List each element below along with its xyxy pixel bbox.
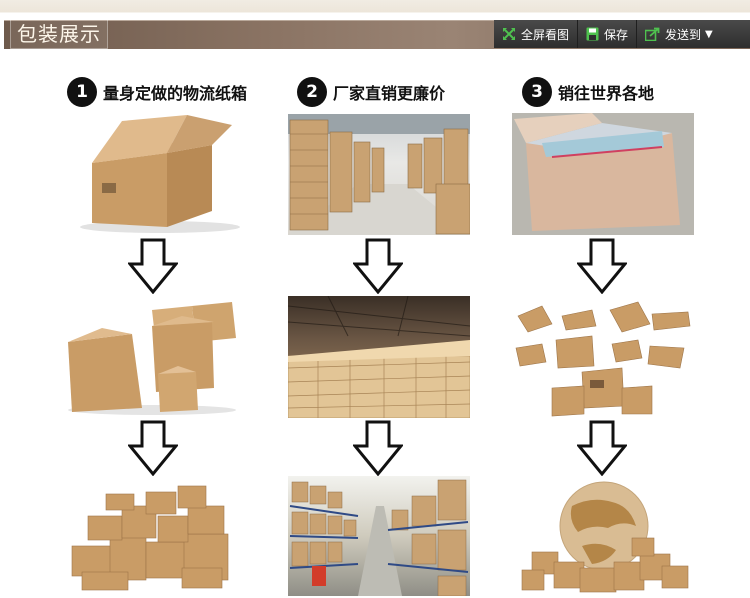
- carton-pile-photo: [62, 476, 244, 594]
- globe-shipping-photo: [512, 476, 694, 596]
- arrow-down-icon: [128, 238, 178, 294]
- save-label: 保存: [604, 27, 629, 42]
- single-carton-photo: [62, 115, 258, 235]
- step-number-3: 3: [522, 77, 552, 107]
- send-to-button[interactable]: 发送到 ▼: [637, 20, 717, 48]
- step-number-1: 1: [67, 77, 97, 107]
- image-toolbar: 全屏看图 保存 发送到 ▼: [494, 20, 750, 48]
- step-text-2: 厂家直销更廉价: [333, 84, 446, 103]
- warehouse-pallets-photo: [288, 296, 470, 418]
- carton-group-photo: [62, 296, 244, 416]
- chevron-down-icon[interactable]: ▼: [705, 28, 713, 40]
- share-icon: [645, 27, 660, 41]
- warehouse-stacks-photo: [288, 114, 470, 235]
- page-title: 包装展示: [10, 19, 108, 49]
- step-header-1: 1 量身定做的物流纸箱: [67, 77, 247, 107]
- step-text-1: 量身定做的物流纸箱: [103, 84, 248, 103]
- arrow-down-icon: [128, 420, 178, 476]
- step-text-3: 销往世界各地: [558, 84, 655, 103]
- arrow-down-icon: [353, 238, 403, 294]
- fullscreen-label: 全屏看图: [521, 27, 570, 42]
- expand-icon: [503, 28, 515, 40]
- warehouse-racks-photo: [288, 476, 470, 596]
- send-to-label: 发送到: [665, 27, 702, 42]
- step-number-2: 2: [297, 77, 327, 107]
- arrow-down-icon: [353, 420, 403, 476]
- box-styles-photo: [512, 296, 694, 418]
- step-header-3: 3 销往世界各地: [522, 77, 654, 107]
- header-banner: 包装展示 全屏看图 保存 发送到 ▼: [0, 0, 750, 50]
- fullscreen-button[interactable]: 全屏看图: [494, 20, 579, 48]
- open-carton-photo: [512, 113, 694, 235]
- step-header-2: 2 厂家直销更廉价: [297, 77, 445, 107]
- arrow-down-icon: [577, 420, 627, 476]
- arrow-down-icon: [577, 238, 627, 294]
- save-icon: [586, 27, 599, 41]
- save-button[interactable]: 保存: [578, 20, 638, 48]
